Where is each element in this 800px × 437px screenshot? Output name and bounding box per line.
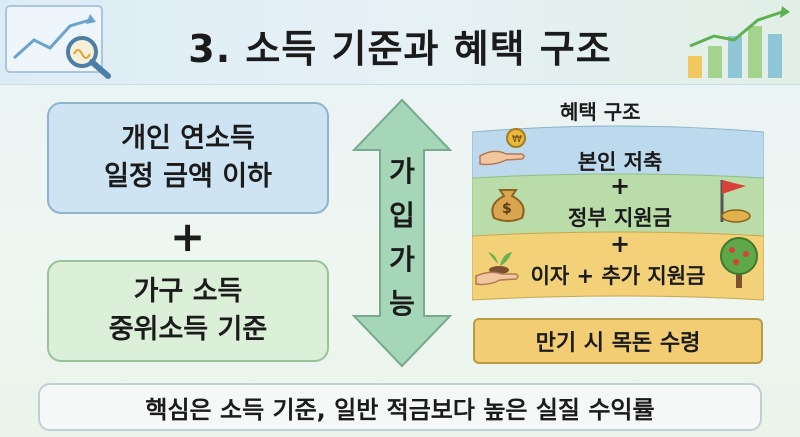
eligible-char-2: 입 [389, 199, 415, 232]
maturity-payout-box: 만기 시 목돈 수령 [473, 318, 763, 364]
magnifier-chart-icon [5, 5, 111, 79]
eligible-char-3: 가 [389, 243, 415, 276]
benefit-bands [472, 125, 764, 301]
income-criteria-box: 개인 연소득 일정 금액 이하 [47, 102, 329, 214]
benefit-header: 혜택 구조 [560, 100, 641, 124]
household-line-1: 가구 소득 [133, 276, 243, 307]
plus-sign: + [170, 212, 206, 261]
tree-icon [720, 237, 758, 288]
hand-sprout-icon [475, 252, 519, 286]
plus-sign: + [610, 230, 631, 258]
household-criteria-box: 가구 소득 중위소득 기준 [47, 260, 329, 362]
plus-sign: + [610, 172, 631, 200]
income-line-1: 개인 연소득 [121, 123, 255, 154]
hand-coin-icon: ₩ [479, 128, 526, 166]
household-line-2: 중위소득 기준 [108, 314, 268, 345]
band-self-saving: 본인 저축 [577, 150, 663, 174]
double-arrow-icon [352, 98, 452, 368]
band-interest-extra: 이자 + 추가 지원금 [530, 264, 706, 288]
eligible-char-4: 능 [389, 287, 415, 320]
bar-chart-icon [688, 6, 790, 78]
svg-text:₩: ₩ [512, 134, 522, 145]
band-gov-support: 정부 지원금 [568, 206, 672, 230]
page-title: 3. 소득 기준과 혜택 구조 [188, 27, 612, 71]
money-bag-icon: $ [491, 189, 525, 222]
income-line-2: 일정 금액 이하 [104, 161, 272, 192]
key-summary-bar: 핵심은 소득 기준, 일반 적금보다 높은 실질 수익률 [38, 383, 762, 431]
svg-text:$: $ [502, 201, 512, 217]
title-bar [0, 0, 800, 85]
flag-icon [720, 180, 751, 223]
eligible-char-1: 가 [389, 155, 415, 188]
